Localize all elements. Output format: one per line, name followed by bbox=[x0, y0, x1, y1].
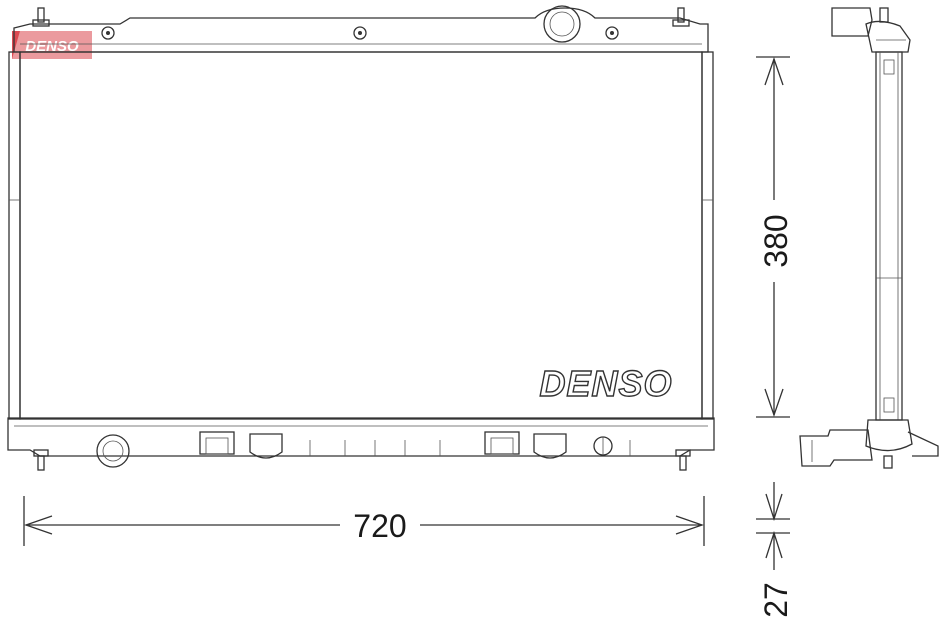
width-dimension: 720 bbox=[23, 496, 705, 546]
height-dimension: 380 bbox=[756, 56, 794, 418]
width-label: 720 bbox=[353, 508, 406, 544]
side-plate-left bbox=[8, 51, 21, 420]
height-label: 380 bbox=[758, 214, 794, 267]
corner-logo: DENSO bbox=[12, 31, 92, 59]
bottom-mount-pin-right bbox=[675, 449, 691, 471]
top-tank bbox=[13, 7, 709, 53]
filler-neck bbox=[543, 5, 581, 43]
radiator-front-view: DENSO bbox=[7, 5, 715, 471]
bottom-mount-pin-left bbox=[33, 449, 49, 471]
depth-dimension: 27 bbox=[756, 482, 794, 618]
bottom-tank bbox=[7, 417, 715, 457]
side-plate-right bbox=[701, 51, 714, 420]
depth-label: 27 bbox=[758, 582, 794, 618]
corner-logo-text: DENSO bbox=[25, 38, 79, 55]
bottom-outlet bbox=[96, 434, 130, 468]
core-logo-text: DENSO bbox=[539, 363, 672, 404]
bottom-brackets bbox=[199, 431, 631, 459]
top-tank-bolts bbox=[101, 26, 619, 40]
radiator-side-view bbox=[799, 7, 939, 469]
top-mount-pin-left bbox=[32, 7, 50, 27]
top-mount-pin-right bbox=[672, 7, 690, 27]
